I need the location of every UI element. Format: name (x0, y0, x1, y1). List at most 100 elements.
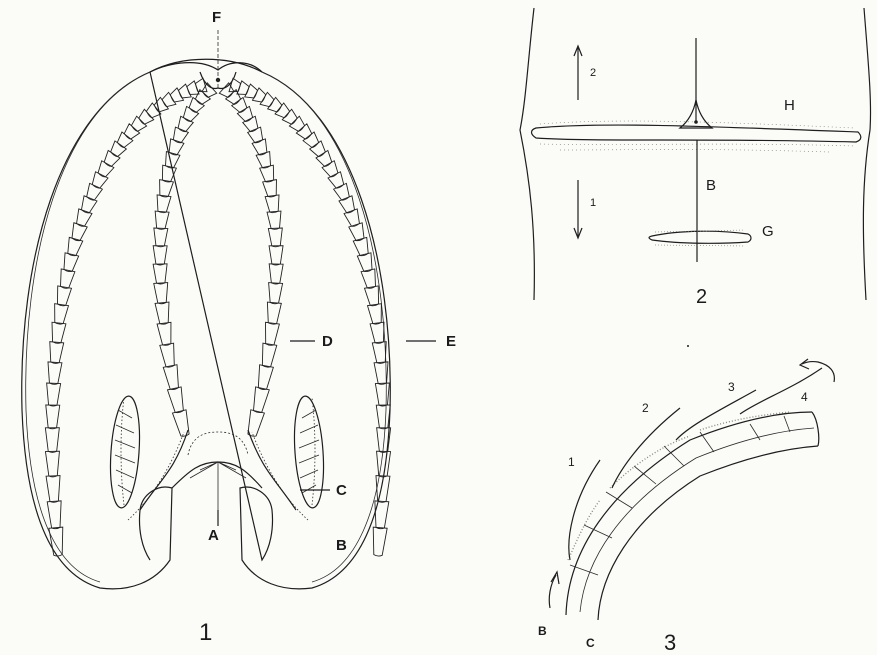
label-e: E (446, 333, 456, 350)
comb-plate (248, 410, 265, 436)
comb-plate (237, 106, 252, 121)
comb-plate (154, 228, 168, 247)
comb-plate (265, 195, 279, 213)
comb-plate (55, 304, 69, 324)
label-c-fig3: C (586, 636, 595, 650)
cilium-3 (676, 390, 756, 440)
comb-plate (162, 92, 176, 106)
sheath-hatch-left (115, 410, 135, 493)
arrow-4-head (800, 359, 809, 369)
arrow-label-2: 2 (590, 67, 596, 79)
comb-plate (155, 211, 169, 229)
label-g: G (762, 223, 774, 240)
comb-plate (373, 527, 387, 556)
comb-plate (45, 451, 59, 477)
figure-3-number: 3 (664, 630, 676, 655)
comb-plate (260, 92, 274, 106)
comb-plate (258, 365, 273, 390)
comb-plate (124, 124, 139, 139)
figure-2-number: 2 (696, 286, 707, 308)
comb-plate (252, 88, 265, 102)
comb-plate (361, 269, 375, 288)
comb-plate (153, 264, 167, 284)
tentacle-base-left (140, 430, 188, 510)
outline-inner-left (26, 72, 150, 582)
label-c: C (336, 482, 347, 499)
comb-plate (316, 150, 332, 166)
ctenophore-outline (22, 59, 391, 589)
body-wall-left (520, 8, 534, 300)
comb-plate (170, 88, 183, 102)
comb-plate (296, 124, 311, 139)
comb-plate (47, 383, 61, 406)
comb-plate (139, 109, 154, 124)
label-h: H (784, 97, 795, 114)
comb-plate (157, 195, 171, 213)
tentacle-sheath-right (291, 395, 327, 509)
comb-plate (160, 343, 174, 367)
comb-plate (376, 405, 390, 429)
cilium-label-1: 1 (568, 455, 575, 469)
comb-row-outer-right (229, 78, 391, 556)
comb-plate (367, 304, 381, 324)
comb-plate (50, 342, 64, 364)
comb-row-outer-left (45, 78, 207, 556)
comb-plate (269, 246, 283, 265)
comb-plate (111, 141, 127, 157)
comb-plate (267, 302, 281, 324)
sheath-hatch-right (299, 410, 319, 493)
figure-3: 1 2 3 4 B C 3 (538, 345, 834, 655)
comb-plate (269, 264, 283, 284)
comb-row-inner-right (219, 83, 283, 436)
comb-plate (377, 451, 391, 477)
comb-plate (46, 405, 60, 429)
comb-plate (57, 286, 71, 306)
cilium-4 (740, 368, 822, 414)
stomach-dotted (188, 432, 248, 455)
comb-plate (372, 342, 386, 364)
comb-plate (61, 269, 75, 288)
comb-plate (157, 322, 171, 345)
comb-plate (104, 150, 120, 166)
comb-plate (163, 365, 178, 390)
comb-plate (375, 383, 389, 406)
comb-plate (364, 286, 378, 306)
comb-plate (370, 322, 384, 343)
comb-plate (245, 84, 258, 98)
comb-plate (46, 476, 60, 503)
speck (687, 345, 689, 347)
aboral-rim (150, 63, 262, 72)
row-mid-edge (580, 428, 814, 612)
label-b-fig2: B (706, 177, 716, 194)
comb-plate (262, 343, 276, 367)
arrow-4 (802, 362, 834, 382)
row-bottom-edge (598, 446, 818, 620)
comb-plate (167, 387, 183, 413)
figure-2: 2 1 H B G 2 (520, 8, 871, 308)
cilium-label-2: 2 (642, 401, 649, 415)
figure-1: F A B C D E 1 (22, 9, 456, 646)
comb-plate (155, 302, 169, 324)
label-b: B (336, 537, 347, 554)
cilium-label-4: 4 (801, 390, 808, 404)
comb-plate (267, 211, 281, 229)
comb-plate (52, 322, 66, 343)
comb-plate (310, 141, 326, 157)
tentacle-beads-right (252, 432, 308, 520)
comb-plate (268, 228, 282, 247)
comb-plate (117, 132, 133, 148)
cell-dividers (570, 416, 790, 575)
node-dot (694, 120, 698, 124)
comb-plate (232, 98, 247, 113)
structure-g (649, 231, 751, 243)
label-d: D (322, 333, 333, 350)
comb-plate (266, 322, 280, 345)
comb-plate (202, 83, 216, 98)
row-end (812, 412, 819, 446)
comb-plate (268, 97, 282, 112)
comb-plate (303, 132, 319, 148)
label-f: F (212, 9, 221, 26)
comb-plate (275, 103, 290, 118)
figure-1-number: 1 (199, 619, 212, 646)
